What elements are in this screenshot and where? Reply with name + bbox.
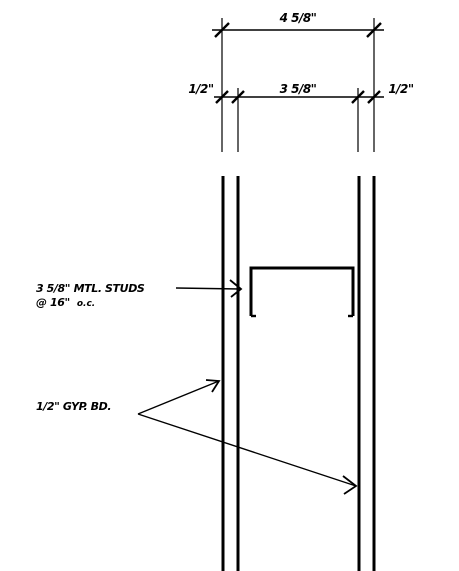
component-dimensions: 1/2" 3 5/8" 1/2" bbox=[188, 82, 414, 152]
gypsum-leader-to-right-board bbox=[137, 413, 357, 487]
overall-dimension: 4 5/8" bbox=[212, 11, 384, 88]
overall-dim-label: 4 5/8" bbox=[279, 11, 317, 25]
gypsum-leader-to-left-board bbox=[137, 380, 220, 415]
gypsum-arrowhead-right bbox=[342, 475, 358, 495]
stud-note-line2: @ 16" o.c. bbox=[36, 293, 95, 310]
tick-outer-left bbox=[215, 90, 229, 104]
gypsum-note: 1/2" GYP. BD. bbox=[36, 400, 111, 413]
gypsum-callout: 1/2" GYP. BD. bbox=[36, 379, 358, 495]
tick-outer-right bbox=[367, 90, 381, 104]
overall-tick-left bbox=[214, 22, 230, 38]
stud-callout: 3 5/8" MTL. STUDS @ 16" o.c. bbox=[36, 279, 243, 310]
stud-spacing-oc: o.c. bbox=[77, 299, 95, 309]
left-board-dim-label: 1/2" bbox=[188, 82, 214, 96]
stud-dim-label: 3 5/8" bbox=[280, 82, 317, 96]
overall-tick-right bbox=[366, 22, 382, 38]
stud-spacing: @ 16" bbox=[36, 296, 70, 309]
stud-note-line1: 3 5/8" MTL. STUDS bbox=[36, 282, 145, 295]
tick-inner-left bbox=[231, 90, 245, 104]
right-board-dim-label: 1/2" bbox=[388, 82, 414, 96]
stud-leader-line bbox=[175, 287, 241, 290]
gypsum-arrowhead-left bbox=[205, 379, 221, 393]
stud-arrowhead bbox=[229, 279, 243, 298]
gypsum-board-right bbox=[357, 176, 376, 571]
gypsum-board-left bbox=[221, 176, 240, 571]
metal-stud-c-channel bbox=[249, 266, 355, 316]
tick-inner-right bbox=[351, 90, 365, 104]
